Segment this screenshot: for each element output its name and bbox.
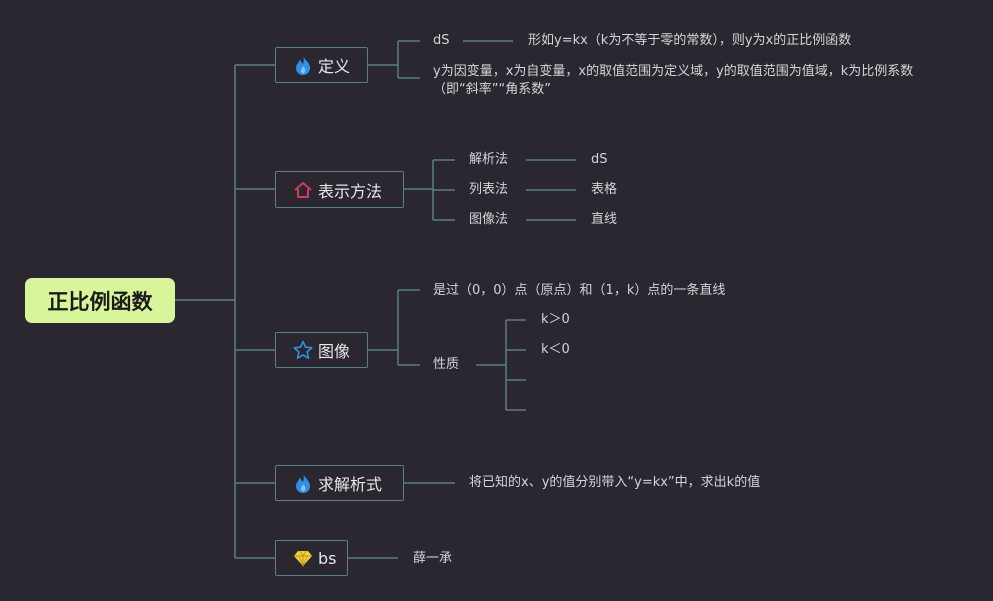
definition-variables: y为因变量，x为自变量，x的取值范围为定义域，y的取值范围为值域，k为比例系数（…: [433, 64, 914, 97]
solve-text: 将已知的x、y的值分别带入“y=kx”中，求出k的值: [469, 475, 761, 490]
topic-bs[interactable]: bs: [275, 540, 348, 576]
graph-property-label: 性质: [433, 357, 460, 372]
fire-icon: [292, 472, 314, 494]
graph-line-text: 是过（0，0）点（原点）和（1，k）点的一条直线: [433, 283, 726, 298]
topic-label: bs: [318, 548, 337, 568]
star-icon: [292, 339, 314, 361]
topic-label: 定义: [318, 57, 351, 76]
fire-icon: [292, 54, 314, 76]
bs-text: 薛一承: [413, 551, 453, 566]
method-value: 表格: [591, 182, 618, 197]
topic-definition[interactable]: 定义: [275, 47, 368, 83]
topic-label: 图像: [318, 342, 351, 361]
definition-text: 形如y=kx（k为不等于零的常数），则y为x的正比例函数: [528, 33, 852, 48]
topic-label: 表示方法: [318, 181, 383, 201]
topic-representation[interactable]: 表示方法: [275, 171, 404, 208]
method-name: 图像法: [469, 212, 509, 227]
topic-solve[interactable]: 求解析式: [275, 465, 404, 501]
method-name: 解析法: [469, 152, 509, 167]
method-value: dS: [591, 152, 608, 167]
topic-label: 求解析式: [318, 475, 383, 494]
root-label: 正比例函数: [47, 289, 153, 314]
home-icon: [292, 179, 314, 201]
method-name: 列表法: [469, 182, 509, 197]
diamond-icon: [292, 547, 314, 569]
root-node[interactable]: 正比例函数: [25, 278, 175, 323]
method-value: 直线: [591, 212, 618, 227]
property-item: k＜0: [541, 342, 570, 357]
definition-ds-label: dS: [433, 33, 450, 48]
topic-graph[interactable]: 图像: [275, 332, 368, 368]
property-item: k＞0: [541, 312, 570, 327]
